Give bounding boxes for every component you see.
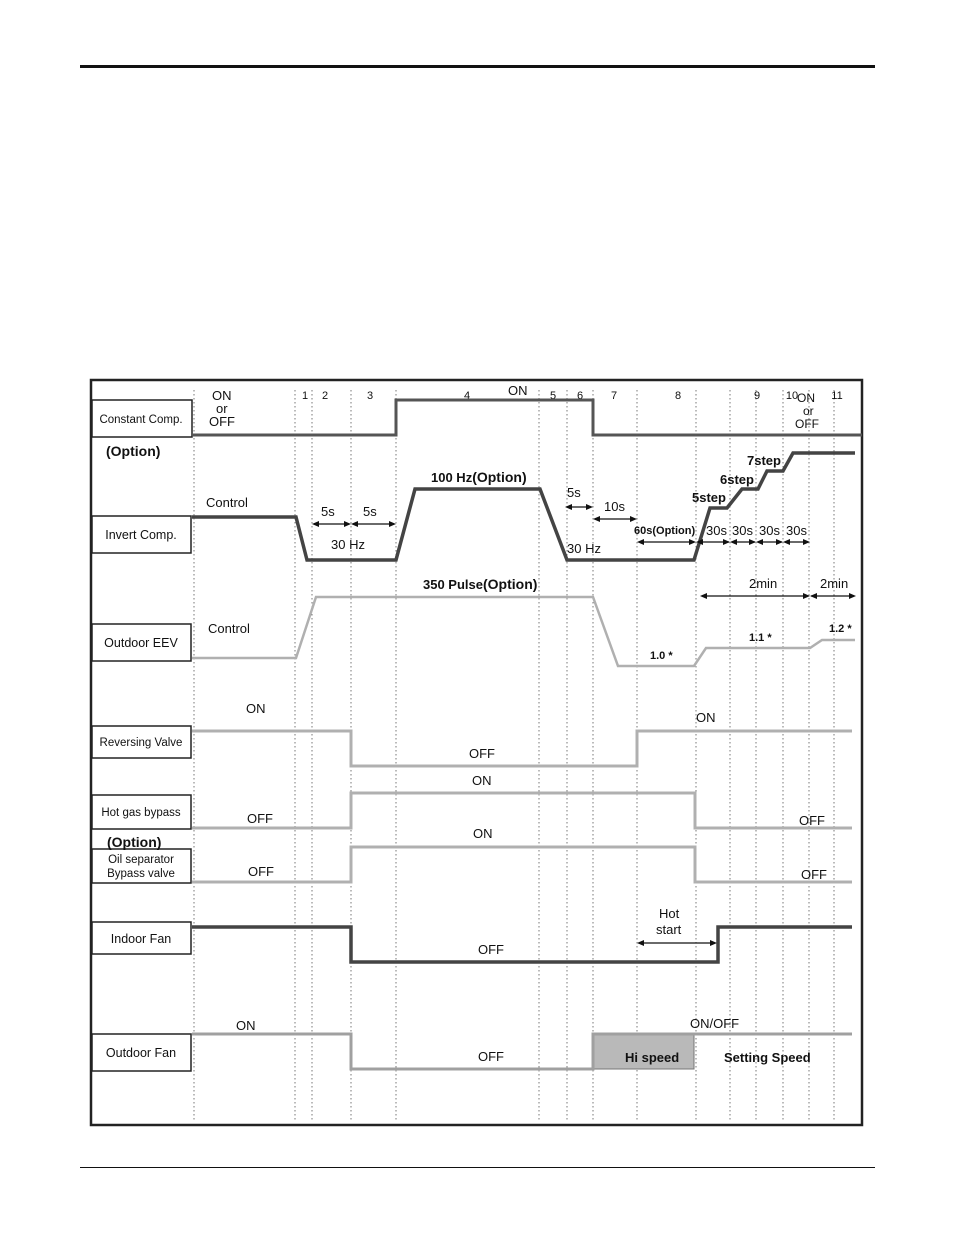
row-label-oil-separator-1: Oil separator — [108, 854, 174, 866]
hot-start-1: Hot — [659, 906, 680, 921]
option-label-2: (Option) — [107, 834, 161, 850]
signal-indoor-fan — [192, 925, 852, 964]
step-10: 10 — [786, 390, 798, 402]
signal-hot-gas-bypass — [192, 791, 852, 830]
signal-reversing-valve — [192, 729, 852, 768]
step7-label: 7step — [747, 453, 781, 468]
label-box-outdoor-eev — [91, 623, 192, 662]
if-off-label: OFF — [478, 942, 504, 957]
row-label-constant-comp: Constant Comp. — [99, 414, 182, 426]
signal-outdoor-fan — [192, 1032, 852, 1071]
t5s-a-label: 5s — [321, 504, 335, 519]
t60s-label: 60s(Option) — [634, 525, 695, 537]
step-11: 11 — [831, 390, 842, 402]
t30s-1-label: 30s — [706, 523, 727, 538]
diagram-frame — [89, 378, 864, 1127]
pulse350-label: 350 Pulse(Option) — [423, 576, 537, 592]
step-8: 8 — [675, 390, 681, 402]
row-label-hot-gas-bypass: Hot gas bypass — [101, 807, 181, 819]
step-4: 4 — [464, 390, 470, 402]
step-9: 9 — [754, 390, 760, 402]
hi-speed-box — [592, 1033, 695, 1070]
hz30-a-label: 30 Hz — [331, 537, 365, 552]
t30s-4-label: 30s — [786, 523, 807, 538]
os-on-label: ON — [473, 826, 493, 841]
signal-oil-separator — [192, 845, 852, 884]
step-5: 5 — [550, 390, 556, 402]
two-min-a-label: 2min — [749, 576, 777, 591]
of-on-label: ON — [236, 1018, 256, 1033]
row-label-reversing-valve: Reversing Valve — [100, 737, 183, 749]
const-final-3: OFF — [795, 417, 819, 431]
step-7: 7 — [611, 390, 617, 402]
t30s-2-label: 30s — [732, 523, 753, 538]
label-box-outdoor-fan — [91, 1033, 192, 1072]
hg-on-label: ON — [472, 773, 492, 788]
const-initial-3: OFF — [209, 414, 235, 429]
ratio-1-2: 1.2 * — [829, 623, 852, 635]
row-label-outdoor-eev: Outdoor EEV — [104, 636, 178, 650]
ratio-1-0: 1.0 * — [650, 650, 673, 662]
header-rule — [80, 65, 875, 68]
t30s-3-label: 30s — [759, 523, 780, 538]
row-label-indoor-fan: Indoor Fan — [111, 932, 172, 946]
step6-label: 6step — [720, 472, 754, 487]
hot-start-2: start — [656, 922, 682, 937]
const-on-label: ON — [508, 383, 528, 398]
of-off-label: OFF — [478, 1049, 504, 1064]
hi-speed-label: Hi speed — [625, 1050, 679, 1065]
ratio-1-1: 1.1 * — [749, 632, 772, 644]
const-final-2: or — [803, 404, 814, 418]
hg-off-b-label: OFF — [799, 813, 825, 828]
setting-speed-label: Setting Speed — [724, 1050, 811, 1065]
const-final-1: ON — [797, 391, 815, 405]
t5s-b-label: 5s — [363, 504, 377, 519]
label-box-invert-comp — [91, 515, 192, 554]
option-label-1: (Option) — [106, 443, 160, 459]
hz100-label: 100 Hz(Option) — [431, 469, 527, 485]
row-label-invert-comp: Invert Comp. — [105, 528, 177, 542]
step-1: 1 — [302, 390, 308, 402]
signal-invert-comp — [192, 451, 855, 562]
signal-constant-comp — [192, 398, 862, 437]
of-onoff-label: ON/OFF — [690, 1016, 739, 1031]
step-6: 6 — [577, 390, 583, 402]
label-box-constant-comp — [91, 399, 193, 438]
row-label-outdoor-fan: Outdoor Fan — [106, 1046, 176, 1060]
row-label-oil-separator-2: Bypass valve — [107, 868, 175, 880]
label-box-reversing-valve — [91, 725, 192, 759]
rv-off-label: OFF — [469, 746, 495, 761]
rv-on-b-label: ON — [696, 710, 716, 725]
rv-on-a-label: ON — [246, 701, 266, 716]
step-dividers — [193, 390, 835, 1120]
os-off-b-label: OFF — [801, 867, 827, 882]
t10s-label: 10s — [604, 499, 625, 514]
hg-off-a-label: OFF — [247, 811, 273, 826]
const-initial-2: or — [216, 401, 228, 416]
signal-outdoor-eev — [192, 595, 855, 668]
os-off-a-label: OFF — [248, 864, 274, 879]
hz30-b-label: 30 Hz — [567, 541, 601, 556]
step-3: 3 — [367, 390, 373, 402]
step-2: 2 — [322, 390, 328, 402]
const-initial-1: ON — [212, 388, 232, 403]
step5-label: 5step — [692, 490, 726, 505]
control-eev-label: Control — [208, 621, 250, 636]
label-box-oil-separator — [91, 848, 192, 884]
control-inv-label: Control — [206, 495, 248, 510]
footer-rule — [80, 1167, 875, 1168]
two-min-b-label: 2min — [820, 576, 848, 591]
label-box-hot-gas-bypass — [91, 794, 192, 830]
t5s-c-label: 5s — [567, 485, 581, 500]
label-box-indoor-fan — [91, 921, 192, 955]
